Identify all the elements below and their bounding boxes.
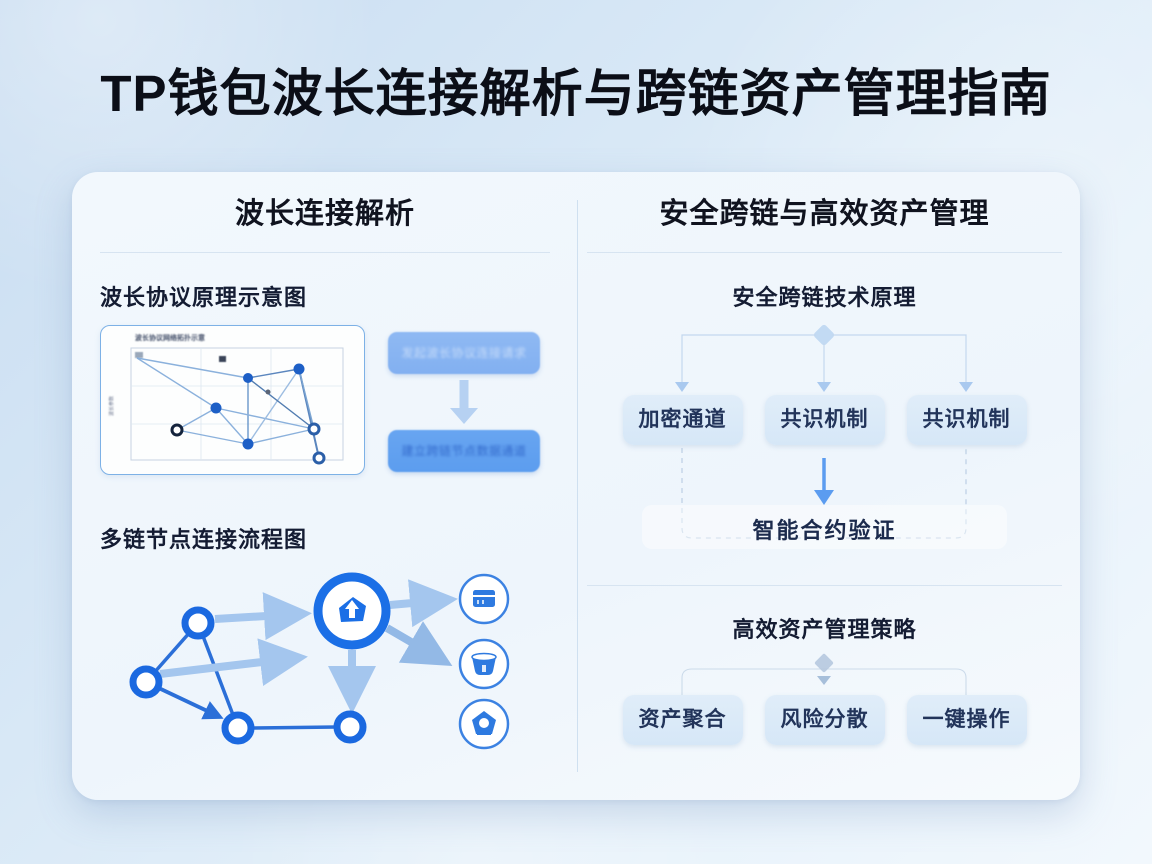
shield-icon <box>458 698 510 750</box>
node-circle <box>181 606 215 640</box>
flow-step-1: 发起波长协议连接请求 <box>388 332 540 374</box>
chip-consensus-1: 共识机制 <box>764 395 885 445</box>
chip-asset-aggregation: 资产聚合 <box>622 695 743 745</box>
node-circle <box>333 710 367 744</box>
svg-text:波长参数: 波长参数 <box>108 396 115 416</box>
protocol-chart-graphic: 波长协议网络拓扑示意 波长参数 <box>108 333 344 465</box>
flow-step-2-label: 建立跨链节点数据通道 <box>401 444 527 458</box>
chip-risk-diversification: 风险分散 <box>764 695 885 745</box>
right-column: 安全跨链与高效资产管理 安全跨链技术原理 <box>587 192 1062 784</box>
chip-encrypted-channel: 加密通道 <box>622 395 743 445</box>
down-arrow-icon <box>450 380 478 424</box>
strategy-section-title: 高效资产管理策略 <box>732 617 917 642</box>
strategy-chip-row: 资产聚合 风险分散 一键操作 <box>587 695 1062 745</box>
wallet-icon <box>313 572 391 650</box>
section-divider <box>587 585 1062 586</box>
result-box <box>642 505 1007 549</box>
node-circle <box>129 665 163 699</box>
main-card: 波长连接解析 波长协议原理示意图 波长协议网络拓扑示意 波长参数 <box>72 172 1080 800</box>
chart-caption: 波长协议网络拓扑示意 <box>135 333 205 342</box>
section-divider <box>100 252 550 253</box>
column-divider <box>577 200 578 772</box>
bucket-icon <box>458 638 510 690</box>
multichain-section-title: 多链节点连接流程图 <box>100 527 308 552</box>
page-title: TP钱包波长连接解析与跨链资产管理指南 <box>100 65 1052 122</box>
crosschain-section-title: 安全跨链技术原理 <box>732 285 917 310</box>
left-column-header: 波长连接解析 <box>234 198 415 230</box>
node-circle <box>221 711 255 745</box>
smart-contract-verification-label: 智能合约验证 <box>752 518 897 543</box>
flow-step-2: 建立跨链节点数据通道 <box>388 430 540 472</box>
protocol-chart: 波长协议网络拓扑示意 波长参数 <box>100 325 365 475</box>
node-flow-diagram <box>129 572 510 750</box>
branch-connector <box>675 324 973 695</box>
card-icon <box>458 573 510 625</box>
chip-consensus-2: 共识机制 <box>906 395 1027 445</box>
right-column-header: 安全跨链与高效资产管理 <box>659 198 990 230</box>
chip-one-click-operation: 一键操作 <box>906 695 1027 745</box>
left-column: 波长连接解析 波长协议原理示意图 波长协议网络拓扑示意 波长参数 <box>100 192 550 784</box>
section-divider <box>587 252 1062 253</box>
protocol-section-title: 波长协议原理示意图 <box>100 285 308 310</box>
flow-step-1-label: 发起波长协议连接请求 <box>401 346 527 360</box>
crosschain-chip-row: 加密通道 共识机制 共识机制 <box>587 395 1062 445</box>
